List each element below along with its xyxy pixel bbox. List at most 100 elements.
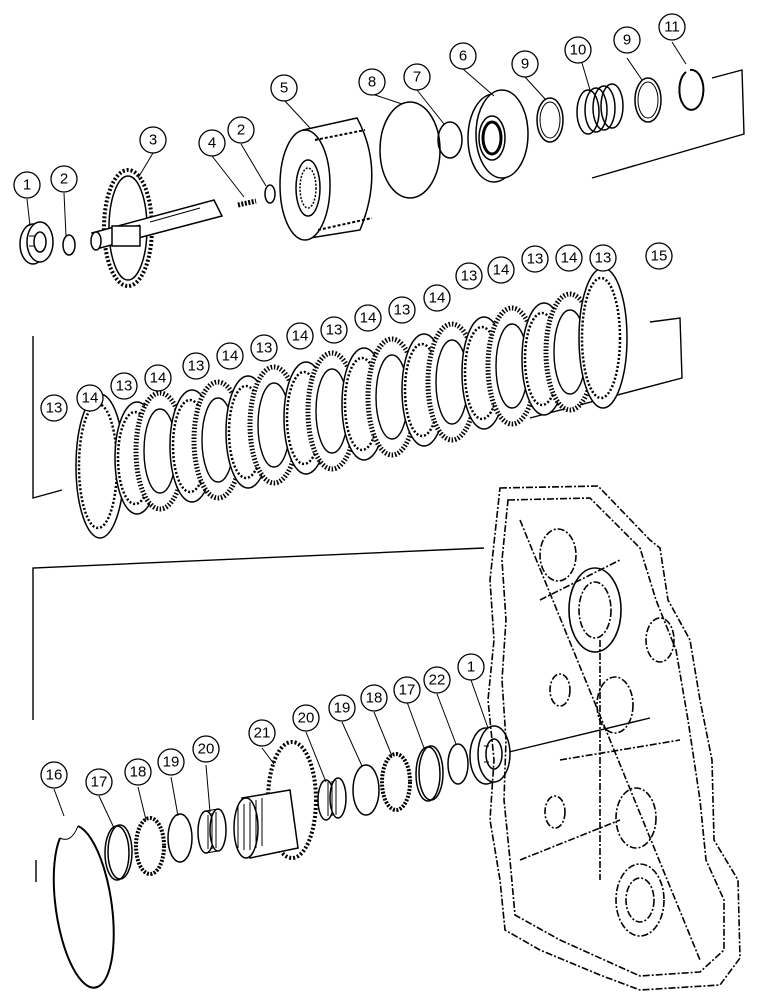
callout-number: 14	[429, 290, 446, 307]
part-washer-2	[352, 764, 380, 816]
callout-balloon: 19	[328, 694, 356, 722]
transmission-housing	[487, 485, 741, 991]
callout-number: 14	[360, 310, 377, 327]
part-shim-ring	[447, 743, 469, 785]
callout-number: 5	[280, 80, 288, 97]
part-retainer-ring-2	[634, 77, 662, 123]
callout-number: 13	[188, 358, 205, 375]
part-circlip	[678, 68, 705, 111]
callout-balloon: 17	[85, 768, 113, 796]
callout-number: 13	[116, 378, 133, 395]
callout-balloon: 8	[358, 68, 386, 96]
leader-lines	[26, 41, 687, 829]
callout-balloon: 7	[403, 63, 431, 91]
part-gear-shaft	[90, 168, 224, 288]
callout-balloon: 14	[487, 256, 515, 284]
part-spring-pin	[237, 198, 257, 208]
callout-number: 19	[334, 700, 351, 717]
callout-number: 1	[467, 659, 475, 676]
callout-number: 8	[368, 74, 376, 91]
callout-balloon: 14	[423, 284, 451, 312]
part-seal-ring	[437, 121, 463, 159]
callout-balloon: 1	[13, 171, 41, 199]
part-thrust-bearing-2	[380, 752, 412, 812]
callout-balloon: 13	[250, 334, 278, 362]
callout-number: 6	[459, 48, 467, 65]
callout-number: 18	[366, 690, 383, 707]
callout-balloon: 13	[40, 394, 68, 422]
part-snap-ring-2	[264, 184, 276, 204]
callout-number: 16	[46, 767, 63, 784]
callout-number: 17	[91, 774, 108, 791]
bottom-section-frame	[32, 547, 485, 720]
part-bearing	[19, 221, 54, 265]
callout-number: 14	[292, 328, 309, 345]
callout-number: 21	[254, 725, 271, 742]
part-piston	[467, 89, 529, 183]
part-bearing-2	[469, 725, 511, 785]
callout-balloon: 20	[192, 735, 220, 763]
callout-balloon: 20	[292, 704, 320, 732]
callout-number: 19	[163, 754, 180, 771]
callout-balloon: 13	[320, 316, 348, 344]
callout-balloon: 3	[139, 126, 167, 154]
section-frames	[32, 69, 745, 882]
callout-number: 13	[461, 268, 478, 285]
callout-balloon: 13	[182, 352, 210, 380]
callout-number: 22	[429, 672, 446, 689]
callout-number: 11	[664, 19, 680, 36]
callout-number: 18	[130, 764, 147, 781]
callout-number: 2	[237, 122, 245, 139]
callout-balloon: 5	[270, 74, 298, 102]
callout-number: 7	[413, 69, 421, 86]
callout-number: 1	[23, 177, 31, 194]
callout-number: 15	[651, 248, 668, 265]
callout-number: 14	[82, 390, 99, 407]
part-retainer-ring	[536, 97, 564, 143]
callout-number: 9	[623, 32, 631, 49]
part-gear	[233, 740, 318, 860]
part-needle-bearing	[197, 808, 227, 854]
bottom-row-parts	[52, 725, 511, 989]
callout-balloon: 9	[511, 50, 539, 78]
callout-balloon: 14	[354, 304, 382, 332]
callout-number: 14	[150, 370, 167, 387]
callout-balloon: 14	[144, 364, 172, 392]
part-large-snap-ring	[52, 825, 115, 989]
callout-number: 17	[399, 682, 416, 699]
callout-number: 14	[561, 250, 578, 267]
part-snap-ring	[62, 234, 76, 256]
callout-balloon: 21	[248, 719, 276, 747]
callout-number: 10	[570, 42, 587, 59]
part-washer	[167, 813, 193, 863]
clutch-pack	[75, 267, 628, 539]
callout-balloon: 13	[388, 296, 416, 324]
callout-number: 13	[256, 340, 273, 357]
callout-number: 3	[149, 132, 157, 149]
part-thrust-bearing	[134, 816, 166, 876]
callout-number: 13	[46, 400, 63, 417]
callout-balloon: 18	[360, 684, 388, 712]
callout-balloon: 2	[227, 116, 255, 144]
callout-number: 4	[208, 135, 216, 152]
callout-number: 20	[298, 710, 315, 727]
top-section-frame	[591, 69, 745, 179]
callout-balloon: 13	[521, 245, 549, 273]
callout-balloon: 4	[198, 129, 226, 157]
clutch-disc	[578, 267, 628, 409]
callout-balloon: 14	[555, 244, 583, 272]
callout-balloon: 19	[157, 748, 185, 776]
callout-balloon: 6	[449, 42, 477, 70]
callout-balloon: 10	[564, 36, 592, 64]
part-return-spring	[576, 83, 624, 135]
callout-balloon: 17	[393, 676, 421, 704]
part-needle-bearing-2	[317, 777, 347, 821]
callout-number: 13	[527, 251, 544, 268]
callout-balloon: 11	[658, 13, 686, 41]
callout-balloon: 1	[457, 653, 485, 681]
callout-number: 13	[326, 322, 343, 339]
callout-balloon: 9	[613, 26, 641, 54]
callout-balloon: 13	[589, 244, 617, 272]
callout-number: 13	[595, 250, 612, 267]
